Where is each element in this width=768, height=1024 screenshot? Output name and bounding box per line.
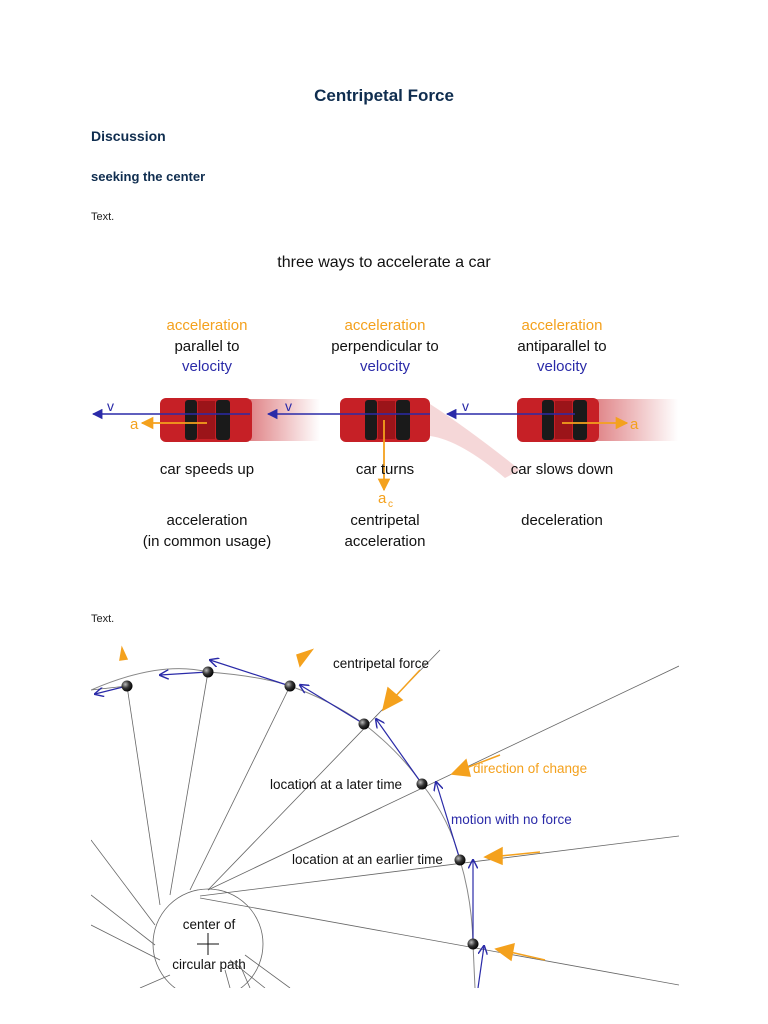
column-1-heading: acceleration parallel to velocity [167, 317, 248, 375]
name-1-line1: acceleration [167, 512, 248, 529]
label-center-line2: circular path [172, 957, 246, 972]
velocity-word: velocity [537, 358, 588, 375]
force-arrows [119, 645, 546, 962]
car-slowing-down [517, 398, 678, 442]
object-positions [121, 666, 479, 950]
figure1-title: three ways to accelerate a car [277, 254, 491, 271]
center-cross [197, 933, 219, 955]
label-later-time: location at a later time [270, 777, 402, 792]
effect-3: car slows down [511, 461, 614, 478]
accel-word: acceleration [167, 317, 248, 334]
effect-2: car turns [356, 461, 414, 478]
velocity-word: velocity [182, 358, 233, 375]
body-text-2: Text. [91, 613, 115, 625]
accel-word: acceleration [522, 317, 603, 334]
label-center-line1: center of [183, 917, 236, 932]
a-subscript-2: c [388, 499, 393, 510]
label-motion-no-force: motion with no force [451, 812, 572, 827]
inner-circle [152, 888, 264, 988]
label-earlier-time: location at an earlier time [292, 852, 443, 867]
name-2-line1: centripetal [350, 512, 419, 529]
column-2-heading: acceleration perpendicular to velocity [331, 317, 439, 375]
car-turning [340, 398, 520, 478]
v-label-2: v [285, 398, 292, 414]
car-speeding-up [160, 398, 320, 442]
velocity-word: velocity [360, 358, 411, 375]
v-label-1: v [107, 398, 114, 414]
label-direction-of-change: direction of change [473, 761, 587, 776]
section-heading: Discussion [91, 128, 166, 144]
circular-motion-diagram [91, 645, 679, 988]
circular-path [91, 668, 476, 988]
name-3-line1: deceleration [521, 512, 603, 529]
a-label-2: a [378, 490, 387, 507]
name-2-line2: acceleration [345, 533, 426, 550]
motion-arrows [95, 660, 484, 988]
relation: antiparallel to [517, 338, 606, 355]
v-label-3: v [462, 398, 469, 414]
column-3-heading: acceleration antiparallel to velocity [517, 317, 606, 375]
a-label-3: a [630, 416, 639, 433]
accel-word: acceleration [345, 317, 426, 334]
figure-accelerate-car: three ways to accelerate a car accelerat… [91, 254, 678, 550]
effect-1: car speeds up [160, 461, 254, 478]
label-centripetal-force: centripetal force [333, 656, 429, 671]
subsection-heading: seeking the center [91, 169, 206, 184]
body-text-1: Text. [91, 211, 115, 223]
page-title: Centripetal Force [314, 86, 454, 105]
a-label-1: a [130, 416, 139, 433]
relation: parallel to [174, 338, 239, 355]
name-1-line2: (in common usage) [143, 533, 271, 550]
construction-lines [91, 649, 679, 988]
relation: perpendicular to [331, 338, 439, 355]
